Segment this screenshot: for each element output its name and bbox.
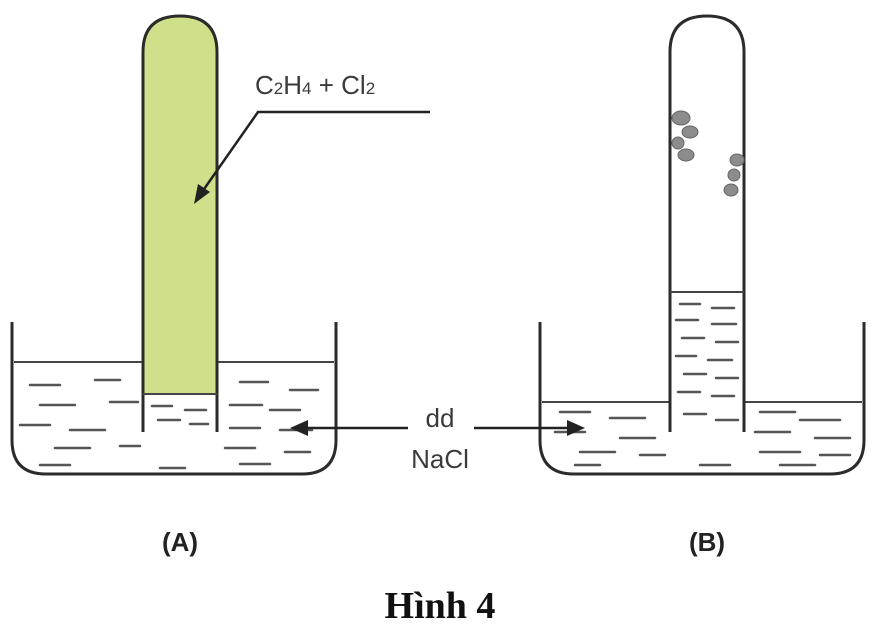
- tube-b: [668, 14, 746, 432]
- beaker-b: [538, 322, 866, 476]
- setup-b: [538, 14, 866, 476]
- arrowhead-b: [567, 420, 585, 436]
- panel-label-b: (B): [689, 527, 725, 557]
- beaker-b-liquid: [553, 410, 852, 467]
- setup-a: [10, 14, 338, 476]
- figure-caption: Hình 4: [385, 585, 496, 627]
- tube-b-liquid: [674, 302, 740, 422]
- beaker-a: [10, 322, 338, 476]
- gas-pointer-arrow: [194, 110, 430, 204]
- arrowhead-a: [290, 420, 308, 436]
- panel-label-a: (A): [162, 527, 198, 557]
- tube-a-liquid: [150, 404, 210, 426]
- solution-label-line1: dd: [426, 403, 455, 433]
- gas-mixture-label: C2H4 + Cl2: [255, 70, 375, 100]
- solution-label-line2: NaCl: [411, 444, 469, 474]
- tube-a: [141, 14, 219, 432]
- tube-a-gas: [143, 16, 217, 394]
- solution-pointer-arrows: [290, 420, 585, 436]
- oily-droplets: [671, 110, 745, 197]
